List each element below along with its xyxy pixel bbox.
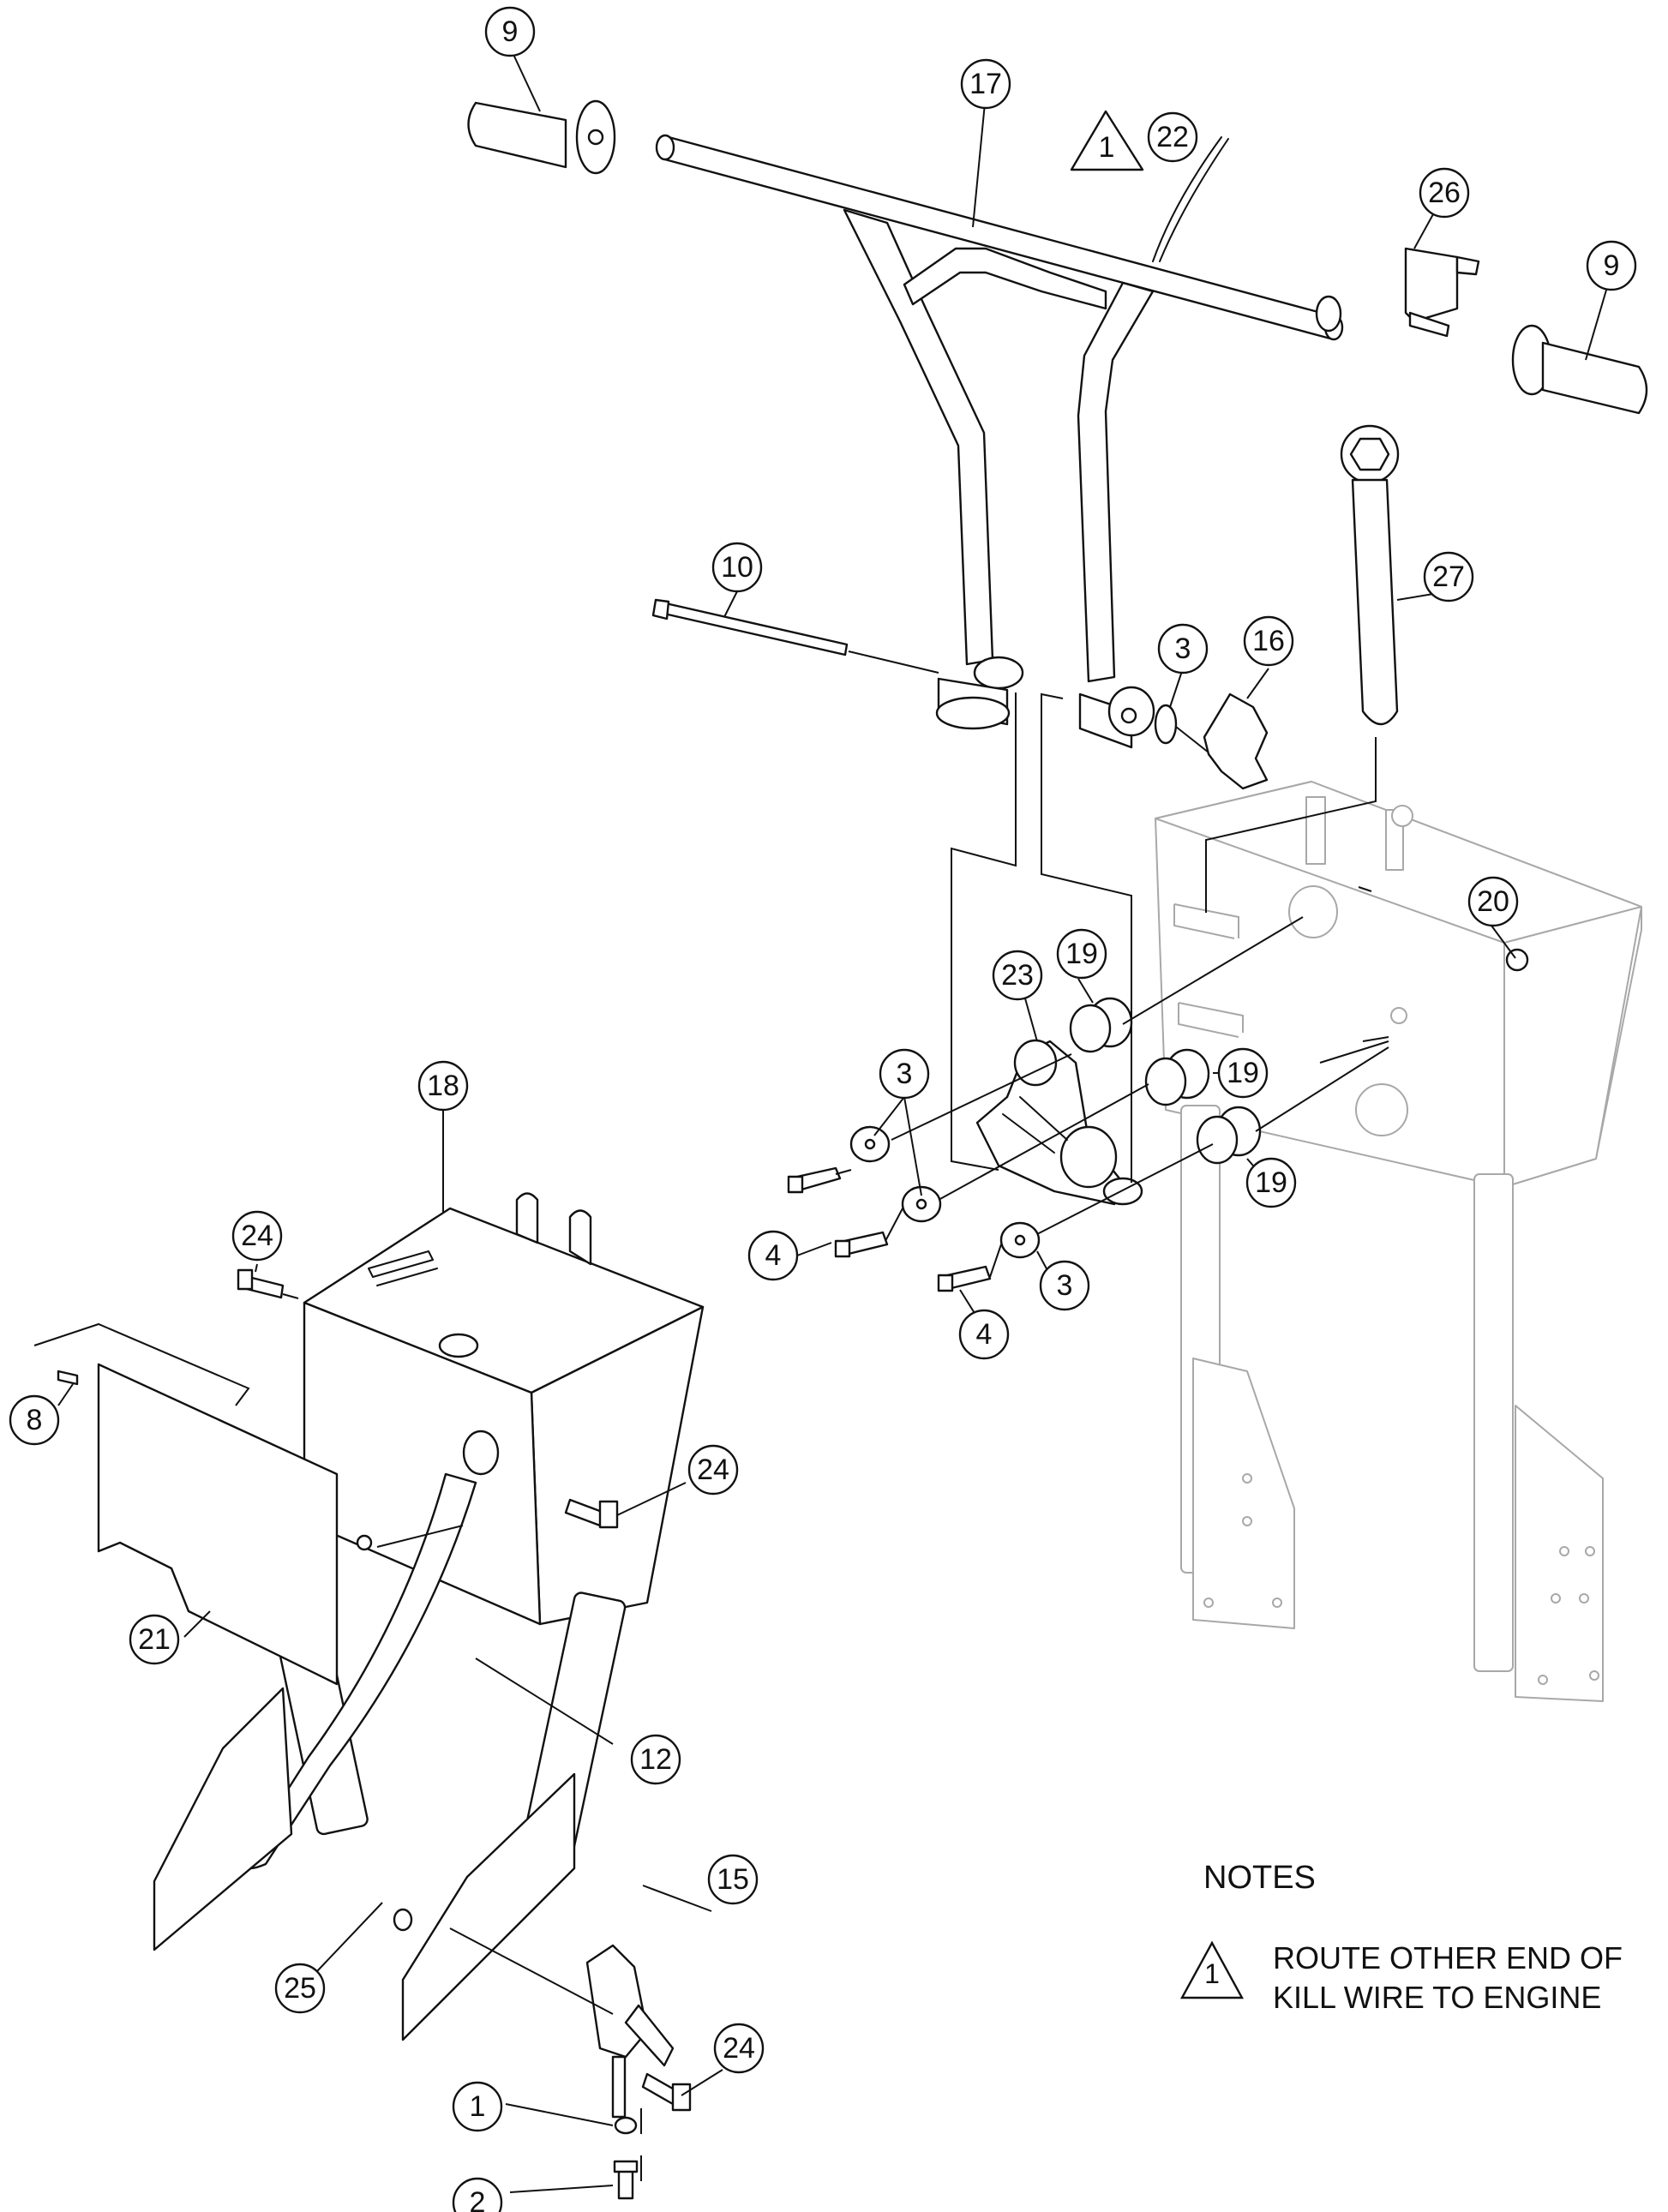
notes-title: NOTES <box>1203 1860 1316 1896</box>
callout-16: 16 <box>1243 615 1294 667</box>
callout-17: 17 <box>960 58 1011 110</box>
callout-label: 9 <box>502 15 519 48</box>
note-text: ROUTE OTHER END OF KILL WIRE TO ENGINE <box>1273 1939 1623 2017</box>
callout-27: 27 <box>1423 551 1474 602</box>
note-warning-triangle: 1 <box>1179 1940 1245 1999</box>
callout-label: 3 <box>1175 632 1191 665</box>
assembly-lines <box>57 46 1608 2193</box>
front-plate <box>97 1363 339 1686</box>
callout-3-low: 3 <box>1039 1260 1090 1311</box>
washers-and-bolts <box>787 1125 1041 1292</box>
callout-label: 16 <box>1252 625 1285 657</box>
callout-label: 26 <box>1428 177 1461 209</box>
callout-label: 21 <box>138 1623 171 1656</box>
callout-19-low: 19 <box>1245 1157 1297 1208</box>
callout-4-left: 4 <box>747 1230 799 1281</box>
spacers <box>1069 948 1529 1165</box>
callout-label: 15 <box>717 1863 749 1896</box>
callout-18: 18 <box>417 1060 469 1112</box>
note-line-2: KILL WIRE TO ENGINE <box>1273 1980 1602 2015</box>
callout-24-low: 24 <box>713 2023 765 2074</box>
latch <box>585 1944 675 2119</box>
callout-label: 4 <box>976 1318 993 1351</box>
callout-label: 19 <box>1227 1057 1259 1089</box>
height-adjuster <box>975 1039 1143 1206</box>
kill-wire <box>1152 136 1229 262</box>
callout-label: 4 <box>765 1239 782 1272</box>
callout-2: 2 <box>452 2177 503 2212</box>
callout-25: 25 <box>274 1963 326 2014</box>
callout-8: 8 <box>9 1394 60 1446</box>
callout-26: 26 <box>1419 167 1470 219</box>
left-grip <box>467 99 616 175</box>
callout-3-top: 3 <box>1157 623 1209 674</box>
warning-triangle: 1 <box>1070 110 1144 171</box>
callout-4-low: 4 <box>958 1309 1010 1360</box>
callout-12: 12 <box>630 1734 681 1785</box>
handlebar-assembly <box>655 134 1344 749</box>
callout-label: 22 <box>1156 121 1189 153</box>
callout-22: 22 <box>1147 111 1198 163</box>
note-number: 1 <box>1204 1958 1220 1989</box>
callout-label: 19 <box>1255 1166 1287 1199</box>
callout-label: 24 <box>241 1220 273 1252</box>
star-knob <box>1203 692 1269 790</box>
callout-1: 1 <box>452 2081 503 2132</box>
pivot-bolt <box>651 598 849 656</box>
callout-9-right: 9 <box>1586 240 1637 291</box>
callout-label: 3 <box>1057 1269 1073 1302</box>
small-hardware <box>57 1268 692 2200</box>
callout-15: 15 <box>707 1854 759 1905</box>
callout-label: 20 <box>1477 885 1509 918</box>
callout-label: 10 <box>721 551 753 584</box>
callout-24-mid: 24 <box>687 1444 739 1496</box>
callout-20: 20 <box>1467 876 1519 927</box>
callout-label: 9 <box>1604 249 1620 282</box>
warning-triangle-label: 1 <box>1099 131 1115 164</box>
callout-3-mid: 3 <box>879 1048 930 1100</box>
callout-label: 2 <box>470 2186 486 2212</box>
callout-label: 23 <box>1001 959 1034 992</box>
callout-9-left: 9 <box>484 6 536 57</box>
wrench <box>1340 424 1400 726</box>
callout-label: 19 <box>1065 938 1098 970</box>
callout-label: 8 <box>27 1404 43 1436</box>
washer-knob <box>1154 704 1178 745</box>
callout-label: 1 <box>470 2090 486 2123</box>
callout-label: 24 <box>723 2032 755 2065</box>
callout-19-top: 19 <box>1056 928 1107 980</box>
right-grip <box>1511 324 1648 415</box>
callout-24-top: 24 <box>231 1210 283 1262</box>
callout-label: 17 <box>969 68 1002 100</box>
callout-label: 12 <box>639 1743 672 1776</box>
callout-label: 3 <box>897 1058 913 1090</box>
callout-21: 21 <box>129 1614 180 1665</box>
callout-10: 10 <box>711 542 763 593</box>
callout-23: 23 <box>992 950 1043 1001</box>
kill-switch <box>1404 247 1480 338</box>
callout-19-mid: 19 <box>1217 1047 1269 1099</box>
callout-label: 25 <box>284 1972 316 2005</box>
ghost-mounting-frame <box>1155 781 1642 1702</box>
note-line-1: ROUTE OTHER END OF <box>1273 1940 1623 1975</box>
callout-label: 24 <box>697 1454 729 1486</box>
callout-label: 27 <box>1432 560 1465 593</box>
callout-label: 18 <box>427 1070 459 1102</box>
